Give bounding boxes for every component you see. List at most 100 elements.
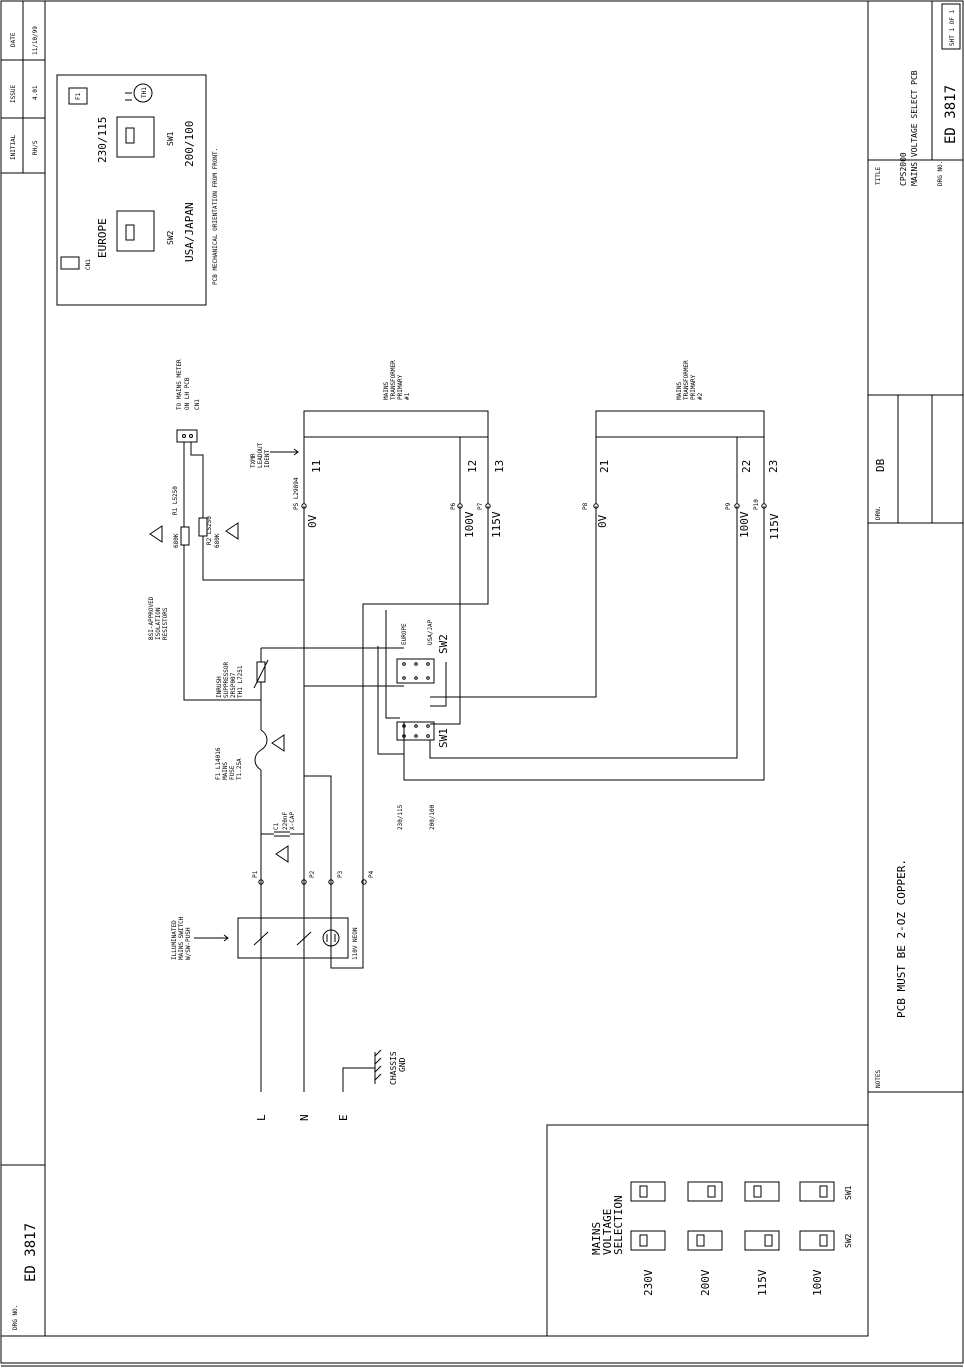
r2-warning-icon — [225, 522, 239, 540]
fuse-line2: MAINS — [222, 762, 229, 780]
pads — [258, 503, 767, 885]
p8-label: P8 — [582, 502, 589, 510]
t1-line1: MAINS — [383, 382, 390, 400]
r1-value: 680K — [173, 533, 180, 548]
title-drg-no: ED 3817 — [943, 85, 959, 144]
pcb-usa-japan: USA/JAPAN — [183, 202, 196, 262]
p10-label: P10 — [753, 499, 760, 510]
cap-warning-icon — [275, 845, 289, 863]
pin-22: 22 — [740, 460, 753, 473]
inrush-line3: 2R5P007 — [230, 672, 237, 698]
line-e: E — [337, 1114, 350, 1121]
t2-line3: PRIMARY — [690, 374, 697, 400]
r2-label: R2 L5250 — [206, 516, 213, 545]
gnd-label: GND — [398, 1057, 407, 1072]
sw2-usa-jap: USA/JAP — [427, 619, 434, 645]
revision-block: INITIAL ISSUE DATE RH/S 4.01 11/10/99 — [0, 0, 46, 174]
mains-switch-line3: W/SW-PUSH — [185, 927, 192, 960]
p2-label: P2 — [309, 870, 316, 878]
on-lh-pcb: ON LH PCB — [184, 377, 191, 410]
left-drg-no-label: DRG NO. — [12, 1305, 19, 1330]
left-drg-no: ED 3817 — [23, 1223, 39, 1282]
v115b-label: 115V — [768, 513, 781, 540]
cap-line2: 220nF — [282, 812, 289, 830]
selection-heading-2: VOLTAGE — [601, 1209, 614, 1255]
inrush-line4: TH1 L7251 — [237, 665, 244, 698]
t2-line1: MAINS — [676, 382, 683, 400]
fuse-f1 — [254, 729, 268, 771]
chassis-label: CHASSIS — [389, 1051, 398, 1085]
schematic: TO MAINS METER ON LH PCB CN1 MAINS TRANS… — [148, 359, 781, 1121]
bsi-line1: BSI-APPROVED — [148, 596, 155, 640]
title-label: TITLE — [875, 167, 882, 185]
cap-line1: C1 — [273, 822, 280, 830]
sel-230-sw1 — [630, 1181, 666, 1202]
p9-label: P9 — [725, 502, 732, 510]
mains-switch — [237, 917, 349, 959]
pin-21: 21 — [598, 460, 611, 473]
sw-230-115: 230/115 — [397, 804, 404, 830]
rev-issue: 4.01 — [32, 85, 39, 100]
pcb-200-100: 200/100 — [183, 121, 196, 167]
fuse-warning-icon — [271, 734, 285, 752]
t1-line3: PRIMARY — [397, 374, 404, 400]
resistor-r1 — [180, 526, 190, 546]
p5-label: P5 L29894 — [293, 477, 300, 510]
to-mains-meter: TO MAINS METER — [176, 359, 183, 410]
selection-sw2: SW2 — [844, 1233, 853, 1248]
neon-label: 110V NEON — [352, 927, 359, 960]
inrush-line2: SUPPRESSOR — [223, 661, 230, 698]
r2-value: 680K — [214, 533, 221, 548]
switch-sw2 — [396, 658, 435, 684]
pcb-europe: EUROPE — [96, 218, 109, 258]
opt-115v: 115V — [756, 1269, 769, 1296]
sel-230-sw2 — [630, 1230, 666, 1251]
bsi-line2: ISOLATION — [155, 607, 162, 640]
switch-sw1 — [396, 721, 435, 741]
bsi-line3: RESISTORS — [162, 607, 169, 640]
transformer2-body — [595, 410, 765, 440]
opt-100v: 100V — [811, 1269, 824, 1296]
pin-23: 23 — [767, 460, 780, 473]
selection-heading-1: MAINS — [590, 1222, 603, 1255]
pcb-230-115: 230/115 — [96, 117, 109, 163]
p7-label: P7 — [477, 502, 484, 510]
sw2-europe: EUROPE — [401, 623, 408, 645]
rev-initial: RH/S — [32, 140, 39, 155]
rev-header-issue: ISSUE — [10, 85, 17, 103]
v100b-label: 100V — [738, 511, 751, 538]
p1-label: P1 — [252, 870, 259, 878]
cap-line3: X-CAP — [289, 812, 296, 830]
bsi-warning-icon — [149, 525, 163, 543]
opt-200v: 200V — [699, 1269, 712, 1296]
pcb-sw2: SW2 — [166, 230, 175, 245]
opt-230v: 230V — [642, 1269, 655, 1296]
txmr-line2: LEADOUT — [257, 442, 264, 468]
left-drg-strip: DRG NO. ED 3817 — [0, 1164, 46, 1337]
r1-label: R1 L5250 — [172, 486, 179, 515]
sel-100-sw2 — [799, 1230, 835, 1251]
line-l: L — [255, 1114, 268, 1121]
pcb-f1: F1 — [75, 92, 82, 100]
t2-line2: TRANSFORMER — [683, 360, 690, 400]
sel-200-sw1 — [687, 1181, 723, 1202]
sw2-label: SW2 — [437, 634, 450, 654]
inrush-line1: INRUSH — [216, 676, 223, 698]
line-n: N — [298, 1114, 311, 1121]
fuse-line4: T1.25A — [236, 758, 243, 780]
fuse-line1: F1 L14016 — [215, 747, 222, 780]
sel-115-sw2 — [744, 1230, 780, 1251]
t1-line2: TRANSFORMER — [390, 360, 397, 400]
transformer1-body — [303, 410, 489, 440]
p4-label: P4 — [368, 870, 375, 878]
title-line2: MAINS VOLTAGE SELECT PCB — [910, 70, 919, 186]
pcb-cn1: CN1 — [85, 259, 92, 270]
title-drg-no-label: DRG NO. — [937, 161, 944, 186]
sw-200-100: 200/100 — [429, 804, 436, 830]
pcb-th1: TH1 — [141, 87, 148, 98]
sel-100-sw1 — [799, 1181, 835, 1202]
notes-label: NOTES — [875, 1070, 882, 1088]
t1-line4: #1 — [404, 392, 411, 400]
